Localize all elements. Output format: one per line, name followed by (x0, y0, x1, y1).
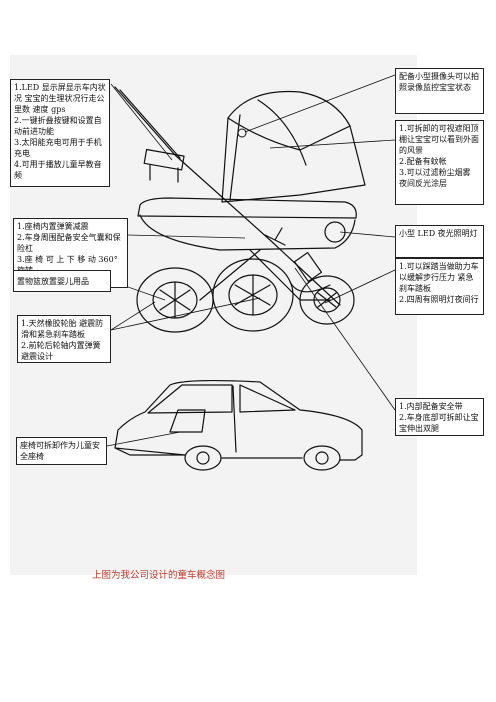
annotation-line: 1.内部配备安全带 (399, 402, 463, 411)
annotation-line: 1.天然橡胶轮胎 避震防滑和紧急刹车踏板 (21, 319, 104, 339)
annotation-line: 2.四周有照明灯夜间行 (399, 295, 479, 304)
annotation-line: 3.可以过滤粉尘烟雾 夜间反光涂层 (399, 168, 471, 188)
annotation-line: 4.可用于播放儿童早教音频 (14, 160, 102, 180)
figure-caption: 上图为我公司设计的童车概念图 (92, 570, 226, 581)
annotation-led-display: 1.LED 显示屏显示车内状况 宝宝的生理状况行走公里数 速度 gps 2.一键… (10, 79, 110, 187)
bassinet-body (137, 197, 357, 219)
front-wheel (299, 275, 355, 325)
car-front-wheel (303, 445, 341, 471)
annotation-line: 座椅可拆卸作为儿童安全座椅 (20, 441, 100, 461)
annotation-line: 1.座椅内置弹簧减震 (17, 222, 89, 231)
led-control-panel (143, 148, 185, 171)
rear-wheel-right (212, 258, 294, 332)
annotation-car-seat: 座椅可拆卸作为儿童安全座椅 (16, 437, 107, 465)
annotation-line: 3.太阳能充电可用于手机充电 (14, 138, 102, 158)
car-outline (114, 379, 363, 461)
annotation-canopy: 1.可拆卸的可视遮阳顶棚让宝宝可以看到外面的风景 2.配备有蚊帐 3.可以过滤粉… (395, 120, 484, 205)
annotation-wheels: 1.天然橡胶轮胎 避震防滑和紧急刹车踏板 2.前轮后轮轴内置弹簧避震设计 (17, 315, 111, 363)
annotation-line: 置物篮放置婴儿用品 (17, 277, 89, 286)
annotation-line: 2.车身底部可拆卸让宝宝伸出双腿 (399, 413, 479, 433)
annotation-line: 1.可以踩踏当做助力车以缓解步行压力 紧急刹车踏板 (399, 262, 479, 293)
annotation-belt: 1.内部配备安全带 2.车身底部可拆卸让宝宝伸出双腿 (395, 398, 484, 436)
annotation-line: 2.车身周围配备安全气囊和保险杠 (17, 233, 121, 253)
canopy-shape (221, 90, 366, 203)
annotation-pedal: 1.可以踩踏当做助力车以缓解步行压力 紧急刹车踏板 2.四周有照明灯夜间行 (395, 258, 484, 315)
annotation-line: 2.配备有蚊帐 (399, 157, 447, 166)
annotation-line: 小型 LED 夜光照明灯 (399, 229, 478, 238)
annotation-line: 1.可拆卸的可视遮阳顶棚让宝宝可以看到外面的风景 (399, 124, 479, 155)
annotation-night-light: 小型 LED 夜光照明灯 (395, 225, 484, 258)
annotation-storage: 置物篮放置婴儿用品 (13, 270, 111, 292)
annotation-line: 配备小型摄像头可以拍照录像监控宝宝状态 (399, 72, 479, 92)
annotation-camera: 配备小型摄像头可以拍照录像监控宝宝状态 (395, 68, 484, 114)
annotation-line: 2.一键折叠按键和设置自动前进功能 (14, 116, 102, 136)
annotation-line: 1.LED 显示屏显示车内状况 宝宝的生理状况行走公里数 速度 gps (14, 83, 106, 114)
annotation-line: 2.前轮后轮轴内置弹簧避震设计 (21, 341, 101, 361)
car-rear-wheel (184, 445, 222, 471)
handle-bar (114, 86, 341, 306)
